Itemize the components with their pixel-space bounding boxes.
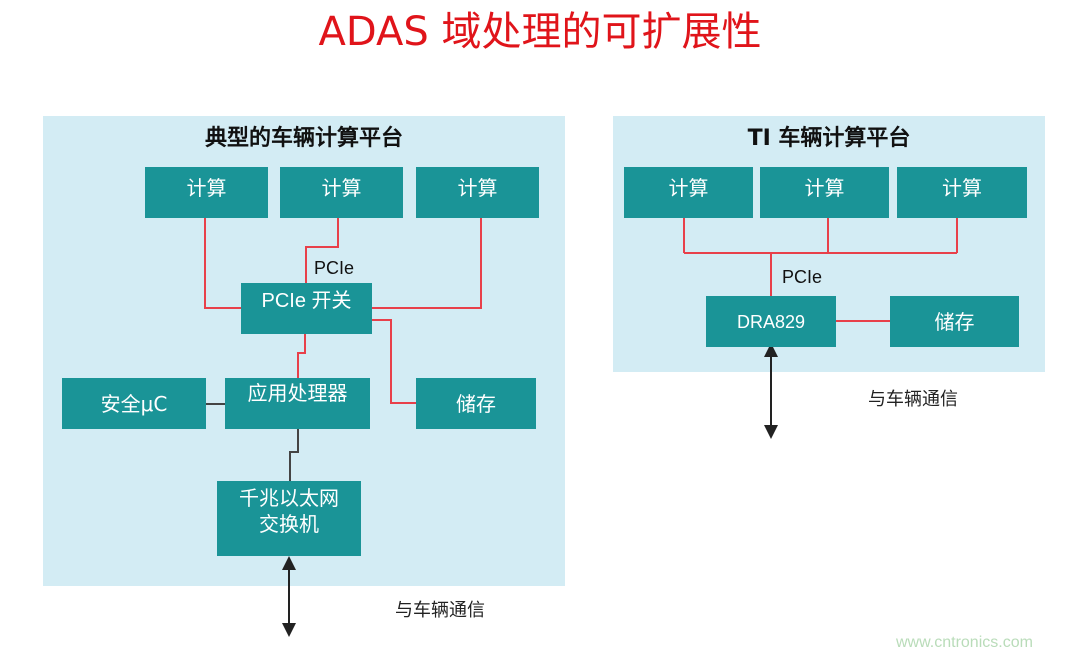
ti-compute-box-3: 计算 bbox=[897, 167, 1027, 218]
app-processor-box: 应用处理器 bbox=[225, 378, 370, 429]
ti-platform-title: TI 车辆计算平台 bbox=[747, 126, 911, 151]
link-compute2-pcie bbox=[305, 218, 339, 284]
pcie-label: PCIe bbox=[314, 258, 355, 278]
ti-pcie-label: PCIe bbox=[782, 267, 823, 287]
compute-box-2: 计算 bbox=[280, 167, 403, 218]
compute-box-1: 计算 bbox=[145, 167, 268, 218]
ti-storage-box: 储存 bbox=[890, 296, 1019, 347]
watermark: www.cntronics.com bbox=[896, 634, 1033, 651]
link-pcie-storage bbox=[372, 319, 416, 404]
storage-box: 储存 bbox=[416, 378, 536, 429]
safety-uc-box: 安全μC bbox=[62, 378, 206, 429]
dra829-box: DRA829 bbox=[706, 296, 836, 347]
compute-box-3: 计算 bbox=[416, 167, 539, 218]
ti-compute-box-2: 计算 bbox=[760, 167, 889, 218]
right-comm-label: 与车辆通信 bbox=[868, 389, 958, 410]
typical-platform-title: 典型的车辆计算平台 bbox=[204, 126, 403, 151]
ti-compute-box-1: 计算 bbox=[624, 167, 753, 218]
pcie-switch-box: PCIe 开关 bbox=[241, 283, 372, 334]
left-comm-label: 与车辆通信 bbox=[395, 600, 485, 621]
ethernet-switch-box: 千兆以太网 交换机 bbox=[217, 481, 361, 556]
link-app-ethernet bbox=[289, 428, 299, 481]
page-title: ADAS 域处理的可扩展性 bbox=[318, 9, 762, 55]
link-pcie-app bbox=[297, 334, 306, 378]
link-compute1-pcie bbox=[204, 218, 242, 309]
link-compute3-pcie bbox=[372, 218, 482, 309]
